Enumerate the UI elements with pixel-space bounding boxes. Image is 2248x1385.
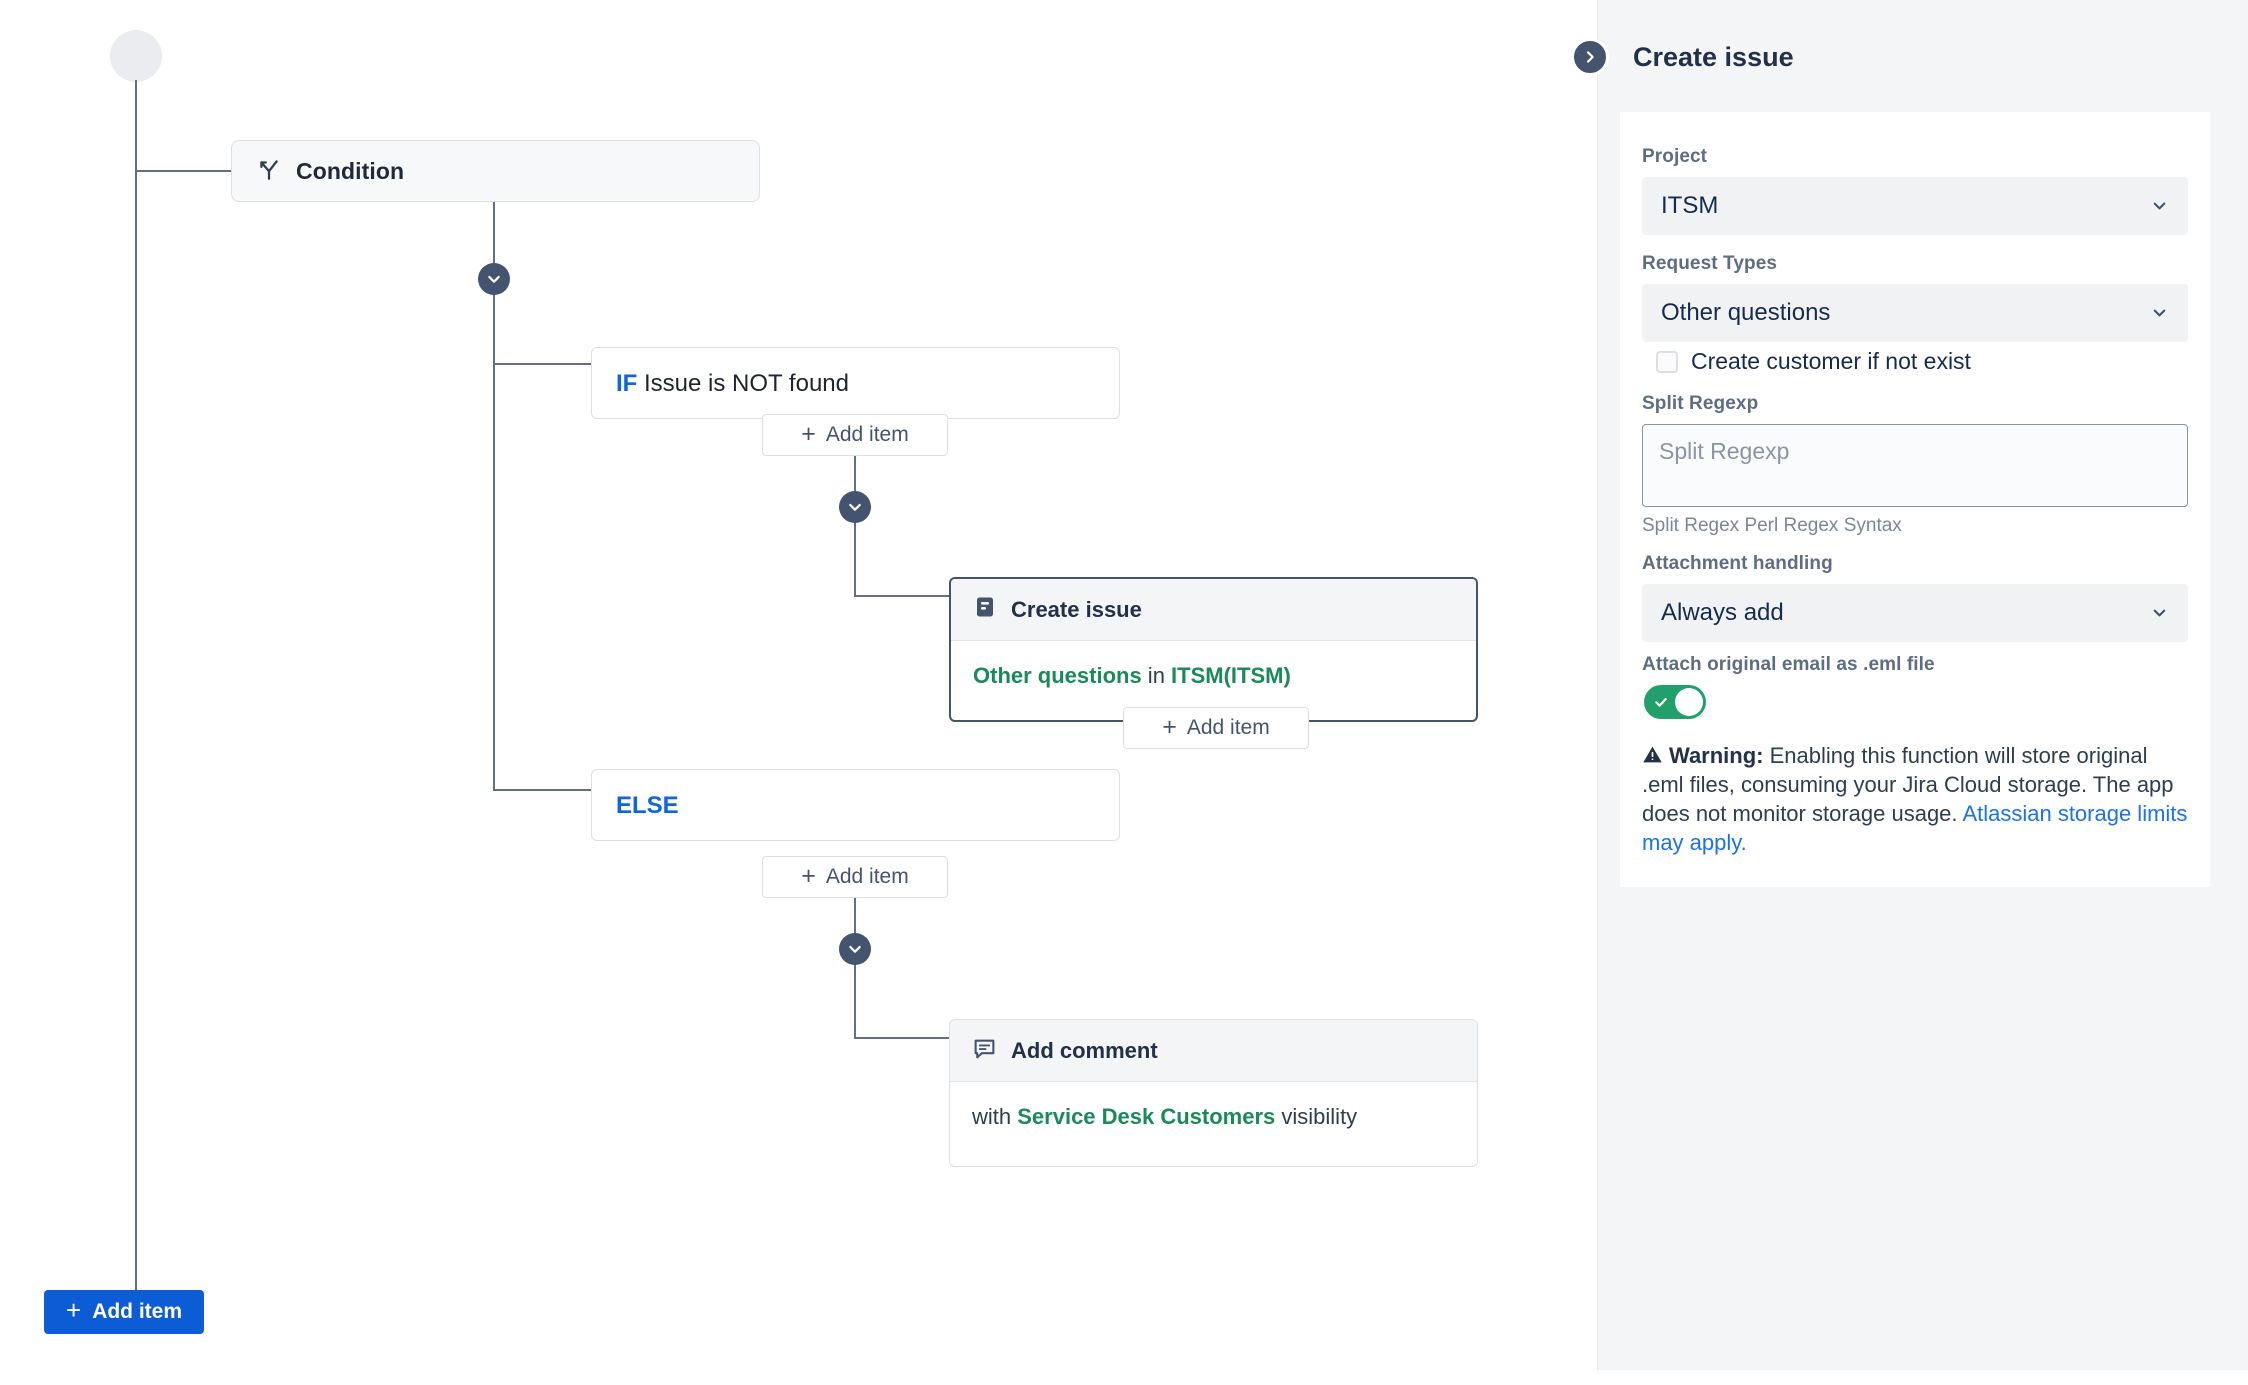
if-keyword: IF [616,370,638,397]
branch-fork-icon [256,156,282,187]
plus-icon: + [801,419,816,448]
atlassian-storage-limits-link[interactable]: Atlassian storage limits may apply. [1642,801,2188,856]
if-text: Issue is NOT found [637,370,849,397]
attach-eml-label: Attach original email as .eml file [1642,654,1935,675]
chevron-right-icon[interactable] [1571,38,1609,76]
chevron-down-icon [2150,304,2169,323]
chevron-down-icon [2150,197,2169,216]
trunk-to-condition-line [135,170,231,172]
request-types-select[interactable]: Other questions [1642,284,2188,342]
details-panel-header: Create issue [1598,0,2248,80]
add-comment-visibility: Service Desk Customers [1017,1104,1276,1129]
create-customer-label: Create customer if not exist [1691,348,1971,374]
request-types-label: Request Types [1642,253,1778,274]
project-label: Project [1642,146,1708,167]
collapse-toggle-condition[interactable] [478,263,510,295]
panel-title: Create issue [1633,41,1794,72]
plus-icon: + [1162,712,1177,741]
node-if-branch-label: IF Issue is NOT found [592,348,1119,399]
add-comment-prefix: with [972,1104,1018,1129]
start-node[interactable] [110,30,162,82]
create-customer-checkbox[interactable] [1656,350,1678,373]
node-add-comment-header: Add comment [950,1020,1477,1082]
comment-icon [972,1036,997,1066]
warning-prefix: Warning: [1669,743,1764,768]
warning-triangle-icon [1642,743,1663,772]
add-item-label: Add item [825,423,909,446]
branch-spine-line [493,295,495,790]
details-panel-card: Project ITSM Request Types Other questio… [1620,112,2210,888]
create-issue-request-type: Other questions [973,663,1142,688]
storage-warning: Warning: Enabling this function will sto… [1642,741,2188,857]
chevron-down-icon [2150,604,2169,623]
request-types-value: Other questions [1661,299,1831,326]
spine-to-else-line [493,789,591,791]
if-to-create-issue-line [854,595,950,597]
collapse-toggle-if[interactable] [839,491,871,523]
add-item-primary-label: Add item [92,1300,183,1323]
spine-to-if-line [493,363,591,365]
if-down-line [854,456,856,596]
add-item-else-branch[interactable]: + Add item [762,856,948,898]
add-comment-suffix: visibility [1275,1104,1358,1129]
split-regexp-label: Split Regexp [1642,393,1759,414]
issue-card-icon [973,595,997,624]
node-add-comment-summary: with Service Desk Customers visibility [950,1082,1477,1160]
node-if-branch[interactable]: IF Issue is NOT found [591,347,1120,419]
node-add-comment-title: Add comment [1011,1037,1158,1063]
split-regexp-input[interactable]: Split Regexp [1642,424,2188,507]
workflow-canvas[interactable]: Condition IF Issue is NOT found + Add it… [0,0,1597,1385]
add-item-label: Add item [825,865,909,888]
attachment-handling-value: Always add [1661,599,1784,626]
toggle-knob [1675,688,1703,716]
split-regexp-help: Split Regex Perl Regex Syntax [1642,515,1902,536]
node-create-issue[interactable]: Create issue Other questions in ITSM(ITS… [949,577,1478,722]
else-keyword: ELSE [616,792,679,819]
details-panel: Create issue Project ITSM Request Types … [1571,0,2248,1370]
create-issue-middle: in [1141,663,1172,688]
attachment-handling-select[interactable]: Always add [1642,584,2188,642]
else-to-add-comment-line [854,1037,950,1039]
add-item-if-branch[interactable]: + Add item [762,414,948,456]
node-condition-title: Condition [296,157,405,184]
attachment-handling-label: Attachment handling [1642,553,1833,574]
node-create-issue-header: Create issue [951,579,1476,641]
warning-text: Enabling this function will store origin… [1642,743,2174,827]
attach-eml-toggle[interactable] [1644,685,1706,719]
check-icon [1653,694,1669,715]
trunk-line [135,80,137,1292]
add-item-primary-button[interactable]: + Add item [44,1290,205,1334]
create-customer-row[interactable]: Create customer if not exist [1656,348,2188,375]
add-item-label: Add item [1186,716,1270,739]
else-down-line [854,898,856,1038]
add-item-create-issue[interactable]: + Add item [1123,707,1309,749]
node-else-branch[interactable]: ELSE [591,769,1120,841]
node-create-issue-summary: Other questions in ITSM(ITSM) [951,641,1476,719]
create-issue-project: ITSM(ITSM) [1171,663,1291,688]
project-select[interactable]: ITSM [1642,177,2188,235]
project-value: ITSM [1661,192,1719,219]
condition-down-line [493,202,495,318]
node-create-issue-title: Create issue [1011,596,1142,622]
node-condition[interactable]: Condition [231,140,760,202]
plus-icon: + [801,861,816,890]
plus-icon: + [66,1295,82,1325]
node-else-branch-label: ELSE [592,770,1119,821]
node-add-comment[interactable]: Add comment with Service Desk Customers … [949,1019,1478,1167]
collapse-toggle-else[interactable] [839,933,871,965]
